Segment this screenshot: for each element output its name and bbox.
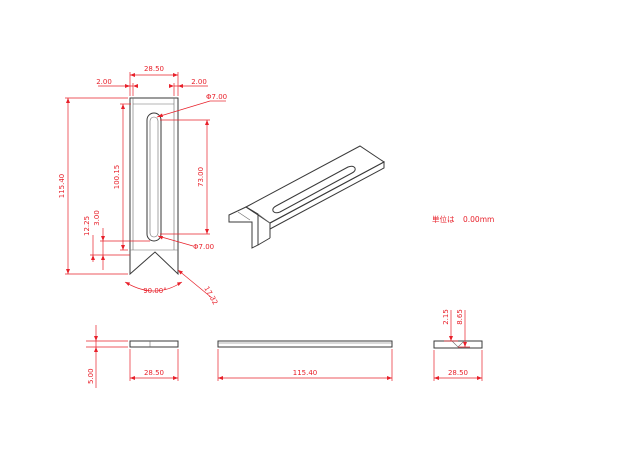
- end-view: 2.15 8.65 28.50: [433, 309, 483, 381]
- dim-left-margin: 2.00: [96, 78, 112, 86]
- dim-overall-length: 115.40: [58, 174, 66, 199]
- iso-groove-edge: [257, 213, 271, 224]
- dim-offset-a: 12.25: [83, 216, 91, 236]
- dim-offset-b: 3.00: [93, 210, 101, 226]
- dim-hole-top: Φ7.00: [206, 93, 227, 101]
- iso-slot: [272, 165, 356, 214]
- dim-right-margin: 2.00: [191, 78, 207, 86]
- dim-groove-b: 8.65: [456, 309, 464, 325]
- iso-front-face: [269, 161, 385, 230]
- dim-side-height: 5.00: [87, 368, 95, 384]
- side-view-outline: [129, 340, 179, 348]
- top-view-slot: [146, 112, 162, 242]
- iso-v-groove: [237, 211, 251, 221]
- top-view: [129, 97, 179, 276]
- dim-v-angle: 90.00°: [143, 287, 167, 295]
- front-view: 115.40: [217, 340, 393, 381]
- isometric-view: [228, 145, 385, 249]
- side-view: 5.00 28.50: [86, 325, 179, 388]
- dim-inner-length: 100.15: [113, 165, 121, 190]
- end-view-v-groove: [451, 340, 465, 348]
- iso-end-face: [228, 206, 259, 249]
- dim-groove-a: 2.15: [442, 309, 450, 325]
- end-view-outline: [433, 340, 483, 349]
- iso-bottom-edge: [257, 237, 271, 246]
- top-view-outline: [129, 97, 179, 276]
- dim-slot-length: 73.00: [197, 167, 205, 187]
- top-view-slot-inner: [149, 116, 159, 238]
- unit-value: 0.00mm: [463, 215, 494, 224]
- unit-label: 単位は: [432, 214, 455, 224]
- front-view-outline: [217, 340, 393, 348]
- dim-front-length: 115.40: [293, 369, 318, 377]
- dim-end-width: 28.50: [448, 369, 468, 377]
- dim-hole-bottom: Φ7.00: [193, 243, 214, 251]
- unit-note: 単位は 0.00mm: [432, 214, 494, 224]
- top-view-dimensions: 28.50 2.00 2.00 Φ7.00 Φ7.00 115.40: [58, 65, 227, 306]
- dim-v-depth: 17.32: [202, 285, 219, 306]
- dim-top-width: 28.50: [144, 65, 164, 73]
- dim-side-width: 28.50: [144, 369, 164, 377]
